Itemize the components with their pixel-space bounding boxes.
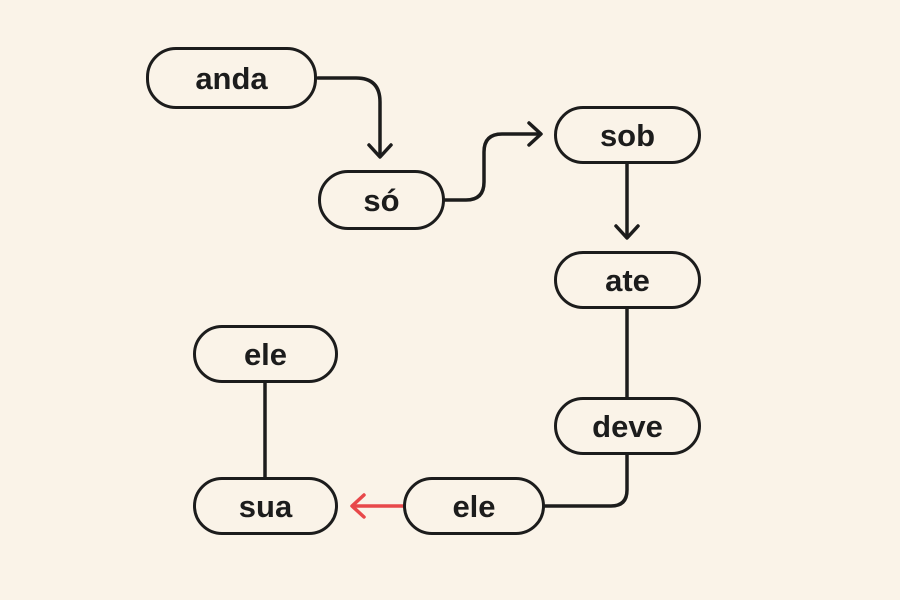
edge-so-to-sob <box>443 132 542 202</box>
node-label-so: só <box>363 182 400 218</box>
node-sob: sob <box>554 106 701 164</box>
node-label-ele-top: ele <box>243 336 288 372</box>
node-anda: anda <box>146 47 317 109</box>
arrowhead-ele-to-sua-highlight <box>350 493 366 519</box>
node-label-anda: anda <box>195 60 268 96</box>
node-label-deve: deve <box>592 408 663 444</box>
node-deve: deve <box>554 397 701 455</box>
node-sua: sua <box>193 477 338 535</box>
arrowhead-anda-to-so <box>367 143 393 159</box>
edge-anda-to-so <box>316 76 382 158</box>
arrowhead-sob-to-ate <box>614 224 640 240</box>
node-so: só <box>318 170 445 230</box>
edge-deve-to-ele <box>543 453 629 508</box>
arrowhead-so-to-sob <box>527 121 543 147</box>
node-label-ele-bottom: ele <box>452 488 496 524</box>
node-label-ate: ate <box>605 262 650 298</box>
node-label-sua: sua <box>238 488 293 524</box>
node-ele-bottom: ele <box>403 477 545 535</box>
node-label-sob: sob <box>599 117 656 153</box>
node-ate: ate <box>554 251 701 309</box>
node-ele-top: ele <box>193 325 338 383</box>
